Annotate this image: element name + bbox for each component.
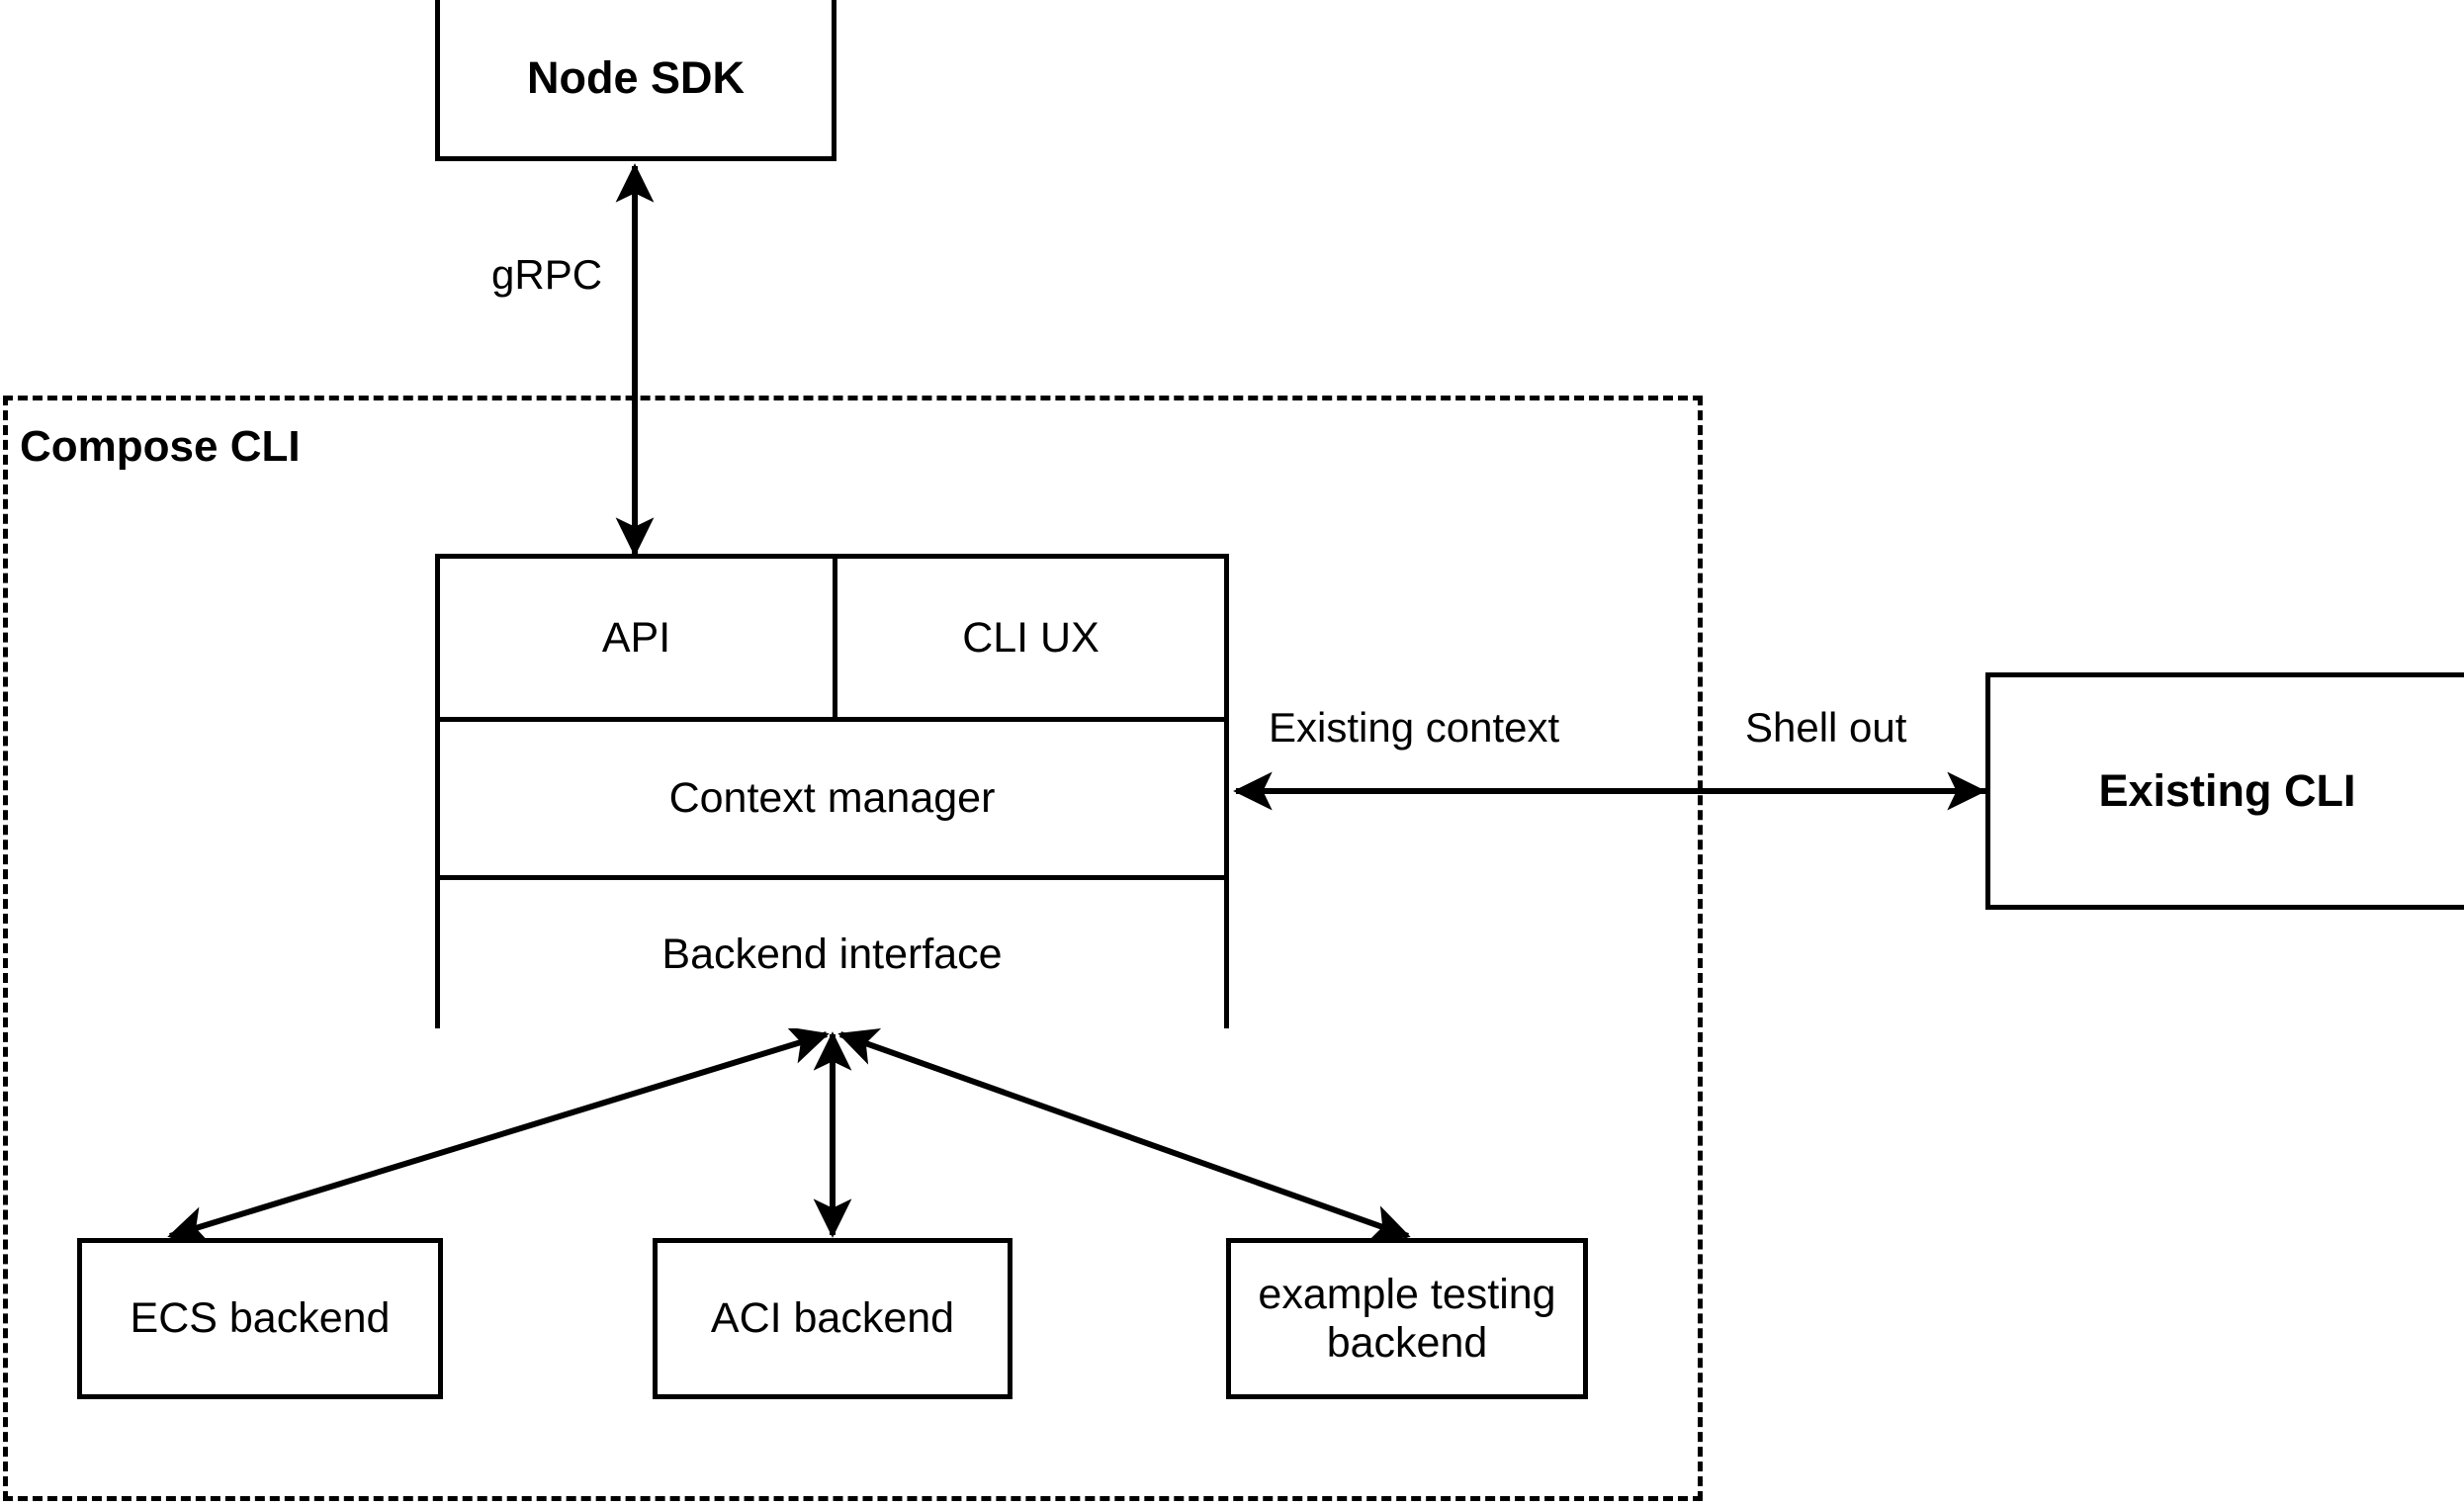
example-testing-backend-box[interactable]: example testing backend <box>1226 1238 1588 1399</box>
context-manager-cell[interactable]: Context manager <box>440 722 1224 875</box>
shell-out-edge-label: Shell out <box>1745 704 1907 751</box>
api-label: API <box>601 613 671 662</box>
backend-interface-label: Backend interface <box>661 930 1003 978</box>
aci-backend-box[interactable]: ACI backend <box>653 1238 1012 1399</box>
existing-context-edge-label: Existing context <box>1269 704 1560 751</box>
existing-cli-label: Existing CLI <box>2098 764 2356 816</box>
ecs-backend-box[interactable]: ECS backend <box>77 1238 443 1399</box>
backend-interface-cell[interactable]: Backend interface <box>440 880 1224 1028</box>
compose-cli-boundary <box>3 396 1703 1501</box>
compose-cli-label: Compose CLI <box>20 422 301 471</box>
example-testing-backend-label-line-1: example testing <box>1258 1271 1556 1319</box>
grpc-edge-label: gRPC <box>491 251 603 298</box>
cli-ux-label: CLI UX <box>962 613 1100 662</box>
cli-ux-cell[interactable]: CLI UX <box>833 559 1224 717</box>
node-sdk-label: Node SDK <box>526 51 745 103</box>
aci-backend-label: ACI backend <box>710 1294 955 1343</box>
context-manager-row: Context manager <box>440 717 1224 875</box>
example-testing-backend-label-line-2: backend <box>1326 1318 1488 1367</box>
api-cell[interactable]: API <box>440 559 833 717</box>
api-cliux-row: API CLI UX <box>440 559 1224 717</box>
ecs-backend-label: ECS backend <box>130 1294 391 1343</box>
existing-cli-box[interactable]: Existing CLI <box>1985 672 2464 910</box>
backend-interface-row: Backend interface <box>440 875 1224 1028</box>
context-manager-label: Context manager <box>668 774 996 822</box>
compose-cli-core-stack: API CLI UX Context manager Backend inter… <box>435 554 1229 1028</box>
node-sdk-box[interactable]: Node SDK <box>435 0 836 161</box>
